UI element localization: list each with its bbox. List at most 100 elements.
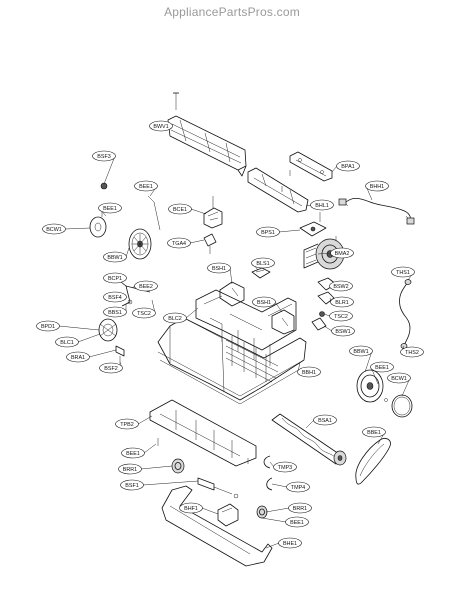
label-oval (207, 262, 231, 274)
label-oval (36, 320, 60, 332)
label-oval (310, 199, 334, 211)
callout-blc1: BLC1 (55, 333, 101, 348)
part-code-label: BEE1 (103, 206, 117, 212)
leader-line (261, 517, 287, 523)
leader-line (142, 480, 199, 486)
leader-line (125, 247, 130, 258)
part-bpd1 (98, 318, 118, 342)
part-code-label: BRR1 (123, 467, 137, 473)
callout-ths2: THS2 (400, 345, 424, 358)
part-code-label: BRA1 (71, 355, 85, 361)
part-bhl1 (247, 167, 309, 213)
part-code-label: BPS1 (261, 230, 275, 236)
leader-line (323, 313, 331, 317)
part-code-label: BPA1 (341, 164, 354, 170)
leader-line (64, 227, 91, 230)
part-code-label: BLS1 (256, 261, 269, 267)
leader-line (58, 325, 100, 331)
part-tmp (263, 455, 273, 491)
part-code-label: BHE1 (283, 541, 297, 547)
label-oval (278, 537, 302, 549)
part-code-label: BBH1 (302, 370, 316, 376)
part-code-label: BSW2 (333, 284, 348, 290)
callout-bbw1: BBW1 (103, 247, 130, 263)
part-code-label: BBW1 (107, 255, 122, 261)
part-code-label: THS1 (396, 270, 410, 276)
part-code-label: TSC2 (137, 311, 151, 317)
part-bwv1 (167, 115, 247, 177)
leader-line (185, 307, 199, 319)
callout-tga4: TGA4 (167, 237, 205, 249)
part-code-label: BRR1 (293, 506, 307, 512)
part-bsf1 (197, 477, 239, 499)
part-code-label: TMP3 (278, 465, 292, 471)
label-oval (42, 223, 66, 235)
leader-line (323, 325, 333, 332)
part-code-label: BEE1 (126, 451, 140, 457)
part-code-label: BEE1 (139, 184, 153, 190)
callout-bsf3: BSF3 (92, 150, 116, 185)
label-oval (134, 280, 158, 292)
part-bbe1 (355, 438, 391, 485)
callout-bee1: BEE1 (98, 202, 122, 217)
part-code-label: BSF4 (108, 295, 121, 301)
label-oval (391, 266, 415, 278)
part-bls1 (251, 267, 271, 279)
part-bsf3 (100, 182, 108, 190)
part-brr1-right (256, 505, 268, 519)
label-oval (370, 361, 394, 373)
leader-line (305, 204, 312, 207)
label-oval (132, 307, 156, 319)
label-oval (167, 237, 191, 249)
callout-bls1: BLS1 (251, 257, 275, 271)
label-oval (103, 251, 127, 263)
callout-bbe1: BBE1 (362, 426, 386, 445)
part-tpb2 (149, 399, 257, 467)
callout-bhf1: BHF1 (179, 502, 219, 515)
loose-screws (157, 170, 291, 464)
part-brr1-left (171, 458, 185, 474)
label-oval (331, 325, 355, 337)
label-oval (251, 257, 275, 269)
label-oval (179, 502, 203, 514)
part-code-label: BLR1 (335, 300, 349, 306)
part-code-label: BPD1 (41, 324, 55, 330)
callout-bbs1: BBS1 (103, 304, 127, 318)
label-oval (121, 447, 145, 459)
callout-bee2: BEE2 (131, 280, 158, 292)
part-code-label: BHH1 (370, 184, 384, 190)
callout-blc2: BLC2 (163, 307, 199, 324)
leader-line (88, 349, 117, 358)
callout-bhh1: BHH1 (365, 180, 389, 201)
callout-bee1: BEE1 (261, 516, 309, 528)
callout-bwv1: BWV1 (149, 120, 173, 132)
callout-bhe1: BHE1 (265, 537, 302, 549)
callout-bpd1: BPD1 (36, 320, 100, 332)
part-bhf1 (217, 503, 239, 527)
callout-bsw1: BSW1 (323, 325, 355, 337)
leader-line (265, 507, 290, 513)
part-code-label: BEE2 (139, 284, 153, 290)
part-code-label: BMA2 (335, 251, 350, 257)
part-code-label: BWV1 (153, 124, 168, 130)
label-oval (286, 481, 310, 493)
label-oval (103, 306, 127, 318)
part-code-label: BBE1 (367, 430, 381, 436)
callout-bee1: BEE1 (134, 180, 158, 197)
label-oval (297, 366, 321, 378)
callout-bhl1: BHL1 (305, 199, 334, 211)
label-oval (134, 180, 158, 192)
label-oval (55, 336, 79, 348)
part-bra1 (115, 345, 125, 364)
part-code-label: THS2 (405, 350, 419, 356)
callout-bee1: BEE1 (370, 361, 394, 385)
part-base-housing (157, 281, 307, 405)
leader-line (201, 507, 219, 515)
label-oval (98, 202, 122, 214)
part-code-label: BHL1 (315, 203, 329, 209)
label-oval (163, 312, 187, 324)
part-code-label: BCW1 (46, 227, 62, 233)
part-code-label: BSF2 (104, 366, 117, 372)
